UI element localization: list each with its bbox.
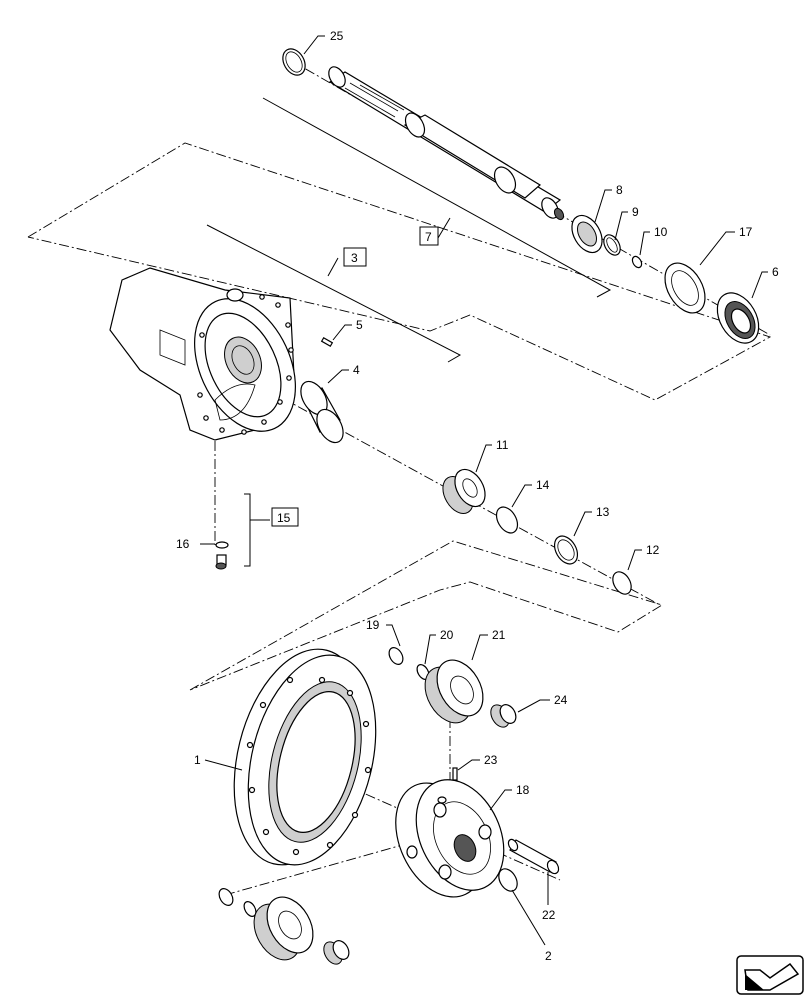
callout-8: 8: [616, 183, 623, 197]
ring-12: [612, 571, 632, 595]
housing-3: [109, 267, 296, 441]
svg-text:7: 7: [425, 230, 432, 244]
callout-12: 12: [646, 543, 660, 557]
thrust-washer-17: [664, 262, 706, 314]
boxed-callout-3: 3: [343, 247, 367, 267]
svg-text:3: 3: [351, 251, 358, 265]
planet-axis: [224, 839, 421, 896]
callout-22: 22: [542, 908, 556, 922]
ring-9: [603, 234, 621, 256]
ring-14: [495, 506, 519, 534]
callout-17: 17: [739, 225, 753, 239]
gear-11: [442, 468, 486, 514]
callout-14: 14: [536, 478, 550, 492]
planet-gear-21: [424, 659, 484, 724]
housing-bracket: [206, 224, 462, 363]
callout-20: 20: [440, 628, 454, 642]
sleeve-4: [300, 380, 344, 444]
boxed-callout-15: 15: [271, 507, 299, 527]
callout-24: 24: [554, 693, 568, 707]
callout-23: 23: [484, 753, 498, 767]
gear-group-outline: [189, 540, 664, 691]
ring-2: [498, 868, 518, 892]
ring-19: [388, 647, 404, 665]
carrier-axis: [299, 764, 561, 881]
callout-11: 11: [496, 438, 509, 452]
callout-labels: 25 8 9 10 17 6 5 4 11 14 13 12 16 19 20 …: [176, 29, 779, 963]
washer-16: [215, 541, 229, 549]
callout-16: 16: [176, 537, 190, 551]
callout-9: 9: [632, 205, 639, 219]
callout-10: 10: [654, 225, 668, 239]
callout-19: 19: [366, 618, 380, 632]
callout-4: 4: [353, 363, 360, 377]
planet-carrier-18: [395, 779, 505, 898]
leader-lines: [200, 35, 768, 946]
callout-5: 5: [356, 318, 363, 332]
svg-text:15: 15: [277, 511, 291, 525]
bolt-15: [215, 554, 227, 570]
ring-10: [631, 255, 643, 269]
navigation-arrow-icon[interactable]: [736, 955, 804, 995]
callout-18: 18: [516, 783, 530, 797]
housing-group-outline: [27, 142, 772, 401]
shaft-pin-22: [507, 838, 560, 875]
needle-bearing-24: [490, 704, 517, 728]
callout-25: 25: [330, 29, 344, 43]
callout-1: 1: [194, 753, 201, 767]
callout-21: 21: [492, 628, 506, 642]
splined-shaft-7: [328, 66, 565, 221]
callout-2: 2: [545, 949, 552, 963]
boxed-callout-7: 7: [419, 226, 439, 246]
pin-5: [320, 336, 334, 348]
pin-23: [452, 767, 458, 781]
ring-13: [553, 535, 579, 565]
shaft-bracket: [262, 97, 612, 298]
bearing-6: [716, 292, 760, 344]
callout-6: 6: [772, 265, 779, 279]
bolt-group-bracket: [244, 493, 251, 567]
ring-gear-1: [233, 648, 377, 866]
snap-ring-25: [282, 48, 306, 76]
callout-13: 13: [596, 505, 610, 519]
planet-assembly-lower: [218, 888, 350, 965]
